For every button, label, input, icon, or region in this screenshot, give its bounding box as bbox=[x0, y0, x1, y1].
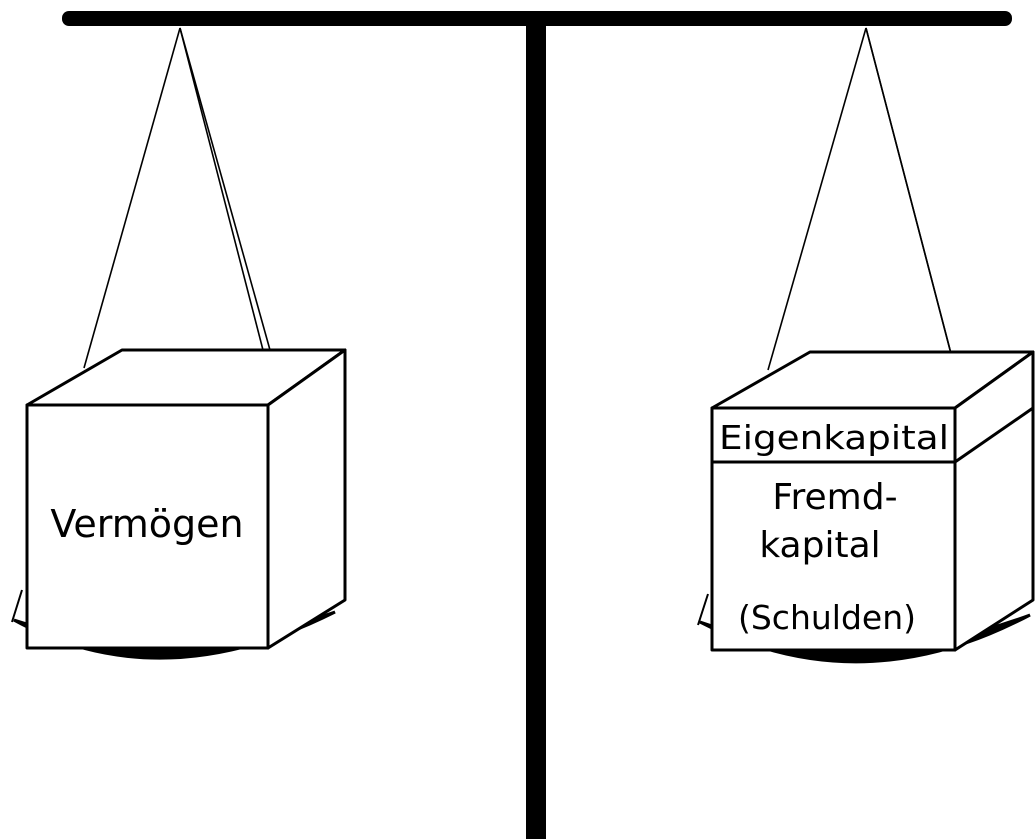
scale-post bbox=[526, 18, 546, 839]
right-weight-cube bbox=[710, 350, 1035, 652]
equity-label: Eigenkapital bbox=[719, 418, 949, 457]
right-pan: Eigenkapital Fremd- kapital (Schulden) bbox=[697, 27, 1035, 664]
debt-label-line2: kapital bbox=[759, 525, 880, 566]
left-pan: Vermögen bbox=[11, 27, 347, 660]
debt-label-line1: Fremd- bbox=[772, 477, 897, 518]
balance-scale-frame bbox=[62, 11, 1012, 839]
debt-label-line3: (Schulden) bbox=[738, 598, 916, 637]
left-cube-label: Vermögen bbox=[50, 502, 243, 546]
left-weight-cube bbox=[25, 348, 347, 650]
